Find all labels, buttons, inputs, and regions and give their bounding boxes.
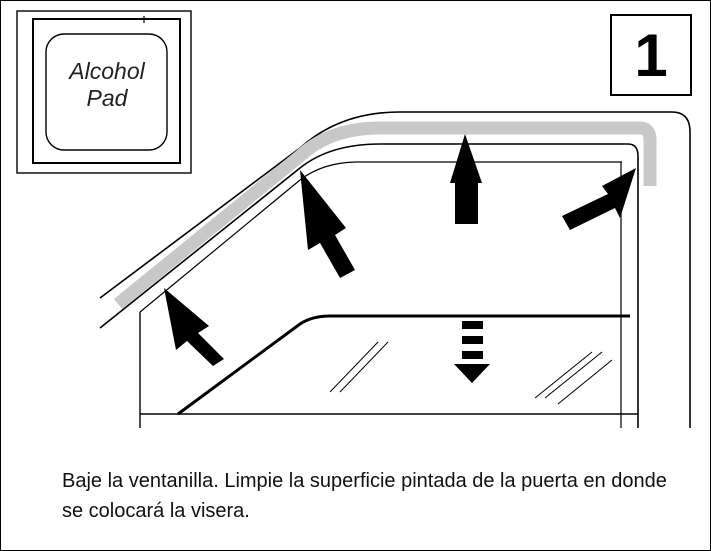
alcohol-pad-label-line1: Alcohol [69,58,145,84]
lowered-glass [177,314,630,416]
alcohol-pad-icon [16,10,192,174]
alcohol-pad-label-line2: Pad [86,85,128,111]
window-frame [99,143,639,428]
alcohol-pad-label: Alcohol Pad [52,58,162,112]
door-outer-frame [99,111,691,428]
glass-reflections [329,341,613,405]
step-number-badge: 1 [610,14,692,96]
instruction-text: Baje la ventanilla. Limpie la superficie… [62,470,667,522]
down-arrow-icon [454,321,490,383]
window-inner-frame-left [139,161,622,313]
cleaning-area-band [113,121,657,310]
up-arrow-icon [164,134,636,366]
